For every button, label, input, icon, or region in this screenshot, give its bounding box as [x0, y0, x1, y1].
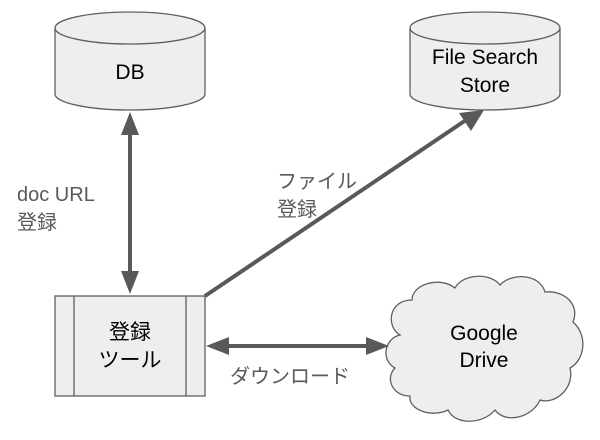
edge-tool-drive-arrowhead-left [206, 337, 229, 355]
edge-tool-store-label-line-1: ファイル [277, 171, 357, 193]
file-search-store-label-line-1: File Search [432, 46, 538, 69]
edge-db-tool[interactable] [121, 112, 139, 294]
edge-tool-drive-label: ダウンロード [230, 365, 350, 388]
edge-tool-store-label-line-2: 登録 [277, 198, 317, 221]
edge-db-tool-arrowhead-up [121, 112, 139, 135]
edge-db-tool-label-line-2: 登録 [17, 211, 57, 234]
file-search-store-label-line-2: Store [460, 74, 510, 97]
db-cylinder-top [54, 27, 206, 45]
register-tool-box [54, 295, 206, 397]
edge-tool-store-line [203, 118, 468, 298]
register-tool-label-line-2: ツール [99, 349, 162, 372]
google-drive-cloud [385, 275, 584, 422]
db-cylinder-body [54, 11, 206, 111]
db-node[interactable]: DB [54, 11, 206, 111]
register-tool-node[interactable]: 登録 ツール [54, 295, 206, 397]
google-drive-label-line-2: Drive [459, 349, 508, 372]
edge-tool-store[interactable] [203, 110, 484, 298]
edge-db-tool-arrowhead-down [121, 271, 139, 294]
edge-tool-store-arrowhead [459, 110, 484, 131]
google-drive-node[interactable]: Google Drive [385, 275, 584, 422]
file-search-store-cylinder-body [409, 11, 561, 111]
edge-db-tool-label-line-1: doc URL [17, 184, 95, 206]
google-drive-label-line-1: Google [450, 322, 518, 345]
db-label: DB [115, 61, 144, 84]
file-search-store-node[interactable]: File Search Store [409, 11, 561, 111]
edge-tool-drive[interactable] [206, 337, 389, 355]
edge-tool-drive-arrowhead-right [366, 337, 389, 355]
register-tool-label-line-1: 登録 [109, 321, 151, 344]
file-search-store-cylinder-top [409, 27, 561, 45]
